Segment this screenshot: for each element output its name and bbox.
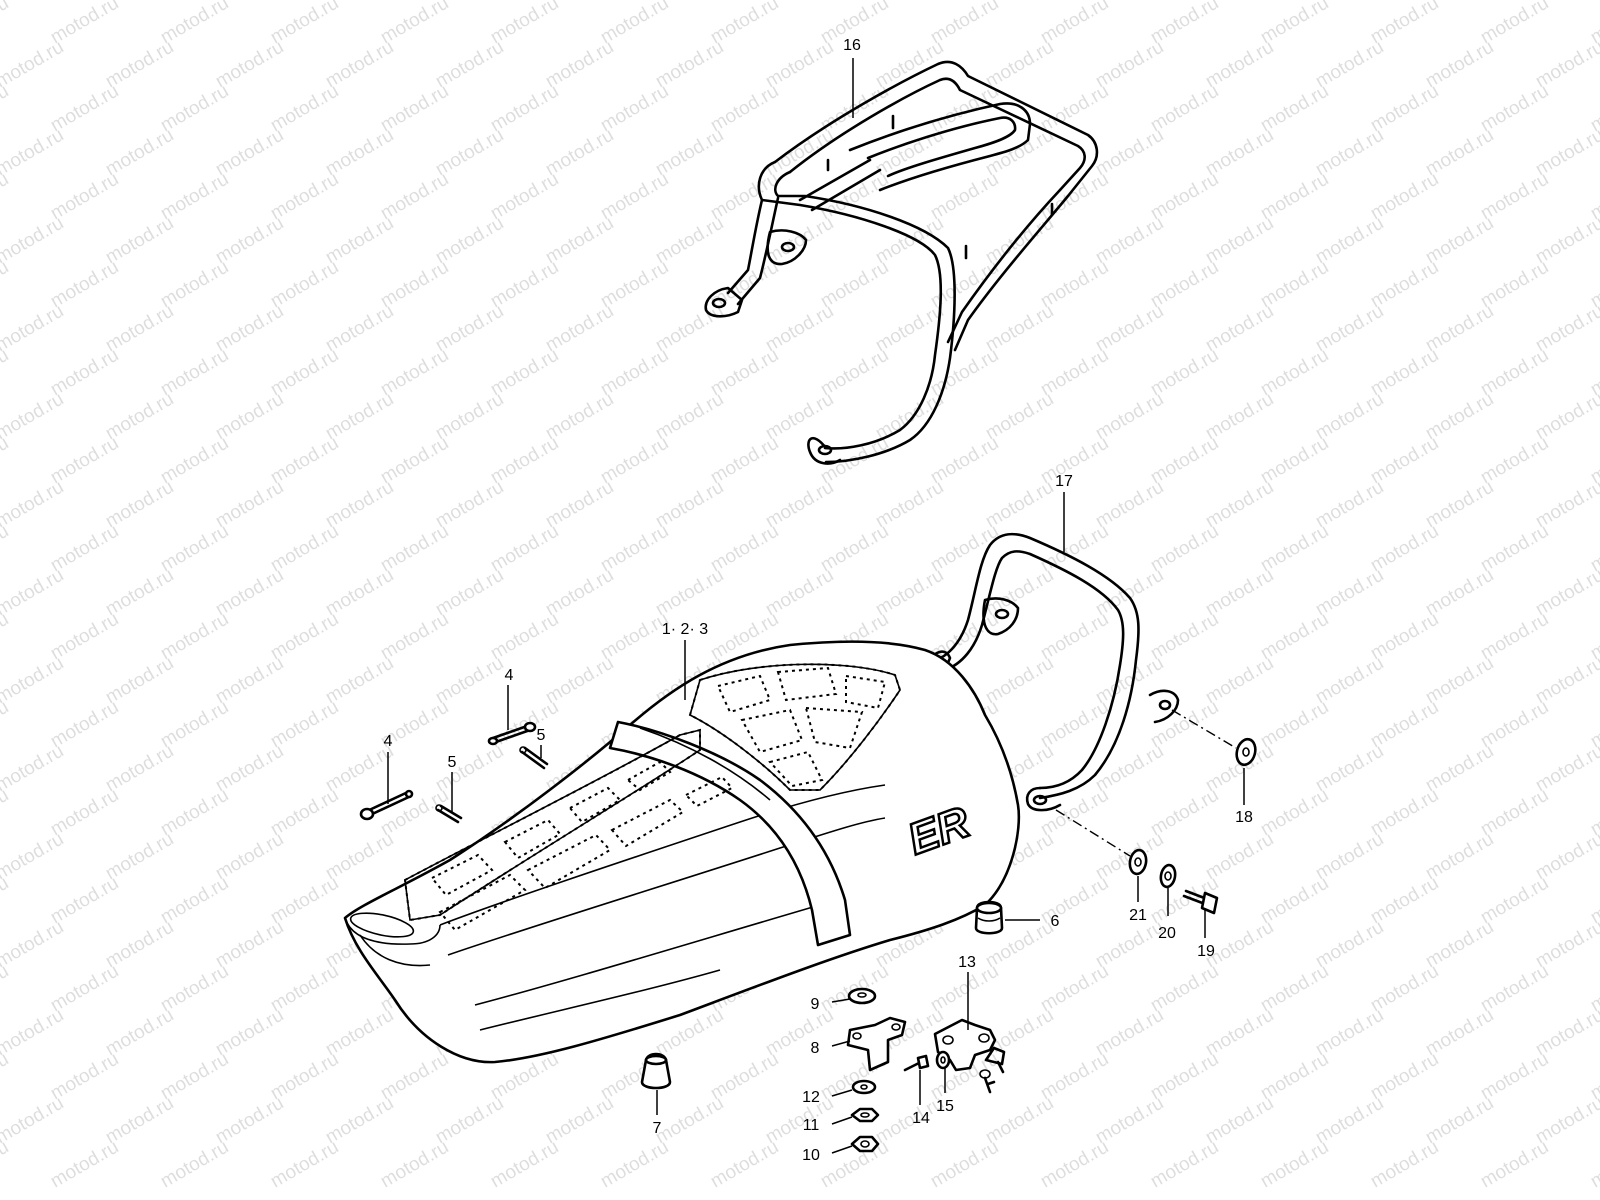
watermark-text: motod.ru bbox=[0, 1093, 67, 1149]
callout-7: 7 bbox=[653, 1120, 662, 1137]
callout-4-upper: 4 bbox=[505, 667, 514, 684]
watermark-text: motod.ru bbox=[0, 257, 12, 313]
hinge-pin-lower bbox=[359, 789, 414, 821]
watermark-text: motod.ru bbox=[0, 521, 12, 577]
callout-8: 8 bbox=[811, 1040, 820, 1057]
cushion-7 bbox=[640, 1052, 672, 1090]
cushion-6 bbox=[974, 900, 1004, 935]
watermark-text: motod.ru bbox=[0, 565, 67, 621]
callout-6: 6 bbox=[1051, 913, 1060, 930]
watermark-text: motod.ru bbox=[267, 1137, 342, 1193]
watermark-text: motod.ru bbox=[157, 1137, 232, 1193]
callout-20: 20 bbox=[1158, 925, 1176, 942]
watermark-text: motod.ru bbox=[0, 829, 67, 885]
watermark-text: motod.ru bbox=[1587, 1137, 1600, 1193]
watermark-text: motod.ru bbox=[0, 1005, 67, 1061]
clip-lower bbox=[435, 804, 463, 824]
watermark-text: motod.ru bbox=[0, 433, 12, 489]
watermark-text: motod.ru bbox=[0, 81, 12, 137]
watermark-text: motod.ru bbox=[1037, 1137, 1112, 1193]
watermark-text: motod.ru bbox=[0, 873, 12, 929]
nut-11 bbox=[850, 1107, 880, 1123]
watermark-text: motod.ru bbox=[0, 169, 12, 225]
watermark-text: motod.ru bbox=[0, 389, 67, 445]
watermark-text: motod.ru bbox=[47, 1137, 122, 1193]
callout-21: 21 bbox=[1129, 907, 1147, 924]
watermark-text: motod.ru bbox=[927, 1137, 1002, 1193]
callout-16: 16 bbox=[843, 37, 861, 54]
watermark-text: motod.ru bbox=[377, 1137, 452, 1193]
watermark-text: motod.ru bbox=[1477, 1137, 1552, 1193]
washer-12 bbox=[851, 1079, 877, 1095]
watermark-text: motod.ru bbox=[0, 697, 12, 753]
watermark-text: motod.ru bbox=[1367, 1137, 1442, 1193]
watermark-text: motod.ru bbox=[0, 125, 67, 181]
callout-5-upper: 5 bbox=[537, 727, 546, 744]
watermark-text: motod.ru bbox=[0, 609, 12, 665]
callout-12: 12 bbox=[802, 1089, 820, 1106]
hinge-pin-upper bbox=[487, 721, 537, 746]
washer-18 bbox=[1235, 737, 1257, 767]
screw-14 bbox=[903, 1054, 930, 1072]
callout-13: 13 bbox=[958, 954, 976, 971]
washer-20 bbox=[1159, 863, 1177, 889]
watermark-text: motod.ru bbox=[0, 345, 12, 401]
leader-lines bbox=[387, 58, 1245, 1154]
seat-quilt-pads-front bbox=[430, 760, 734, 932]
watermark-text: motod.ru bbox=[0, 0, 67, 4]
callout-19: 19 bbox=[1197, 943, 1215, 960]
callout-1-2-3: 1· 2· 3 bbox=[662, 621, 708, 638]
washer-21 bbox=[1128, 848, 1148, 876]
watermark-text: motod.ru bbox=[0, 301, 67, 357]
clip-upper bbox=[519, 746, 549, 770]
washer-15 bbox=[935, 1050, 951, 1070]
callout-4-lower: 4 bbox=[384, 733, 393, 750]
callout-17: 17 bbox=[1055, 473, 1073, 490]
watermark-text: motod.ru bbox=[1147, 1137, 1222, 1193]
callout-10: 10 bbox=[802, 1147, 820, 1164]
watermark-text: motod.ru bbox=[707, 1137, 782, 1193]
watermark-text: motod.ru bbox=[0, 0, 12, 48]
watermark-text: motod.ru bbox=[597, 1137, 672, 1193]
rear-carrier bbox=[704, 60, 1099, 465]
watermark-text: motod.ru bbox=[0, 961, 12, 1017]
callout-14: 14 bbox=[912, 1110, 930, 1127]
nut-10 bbox=[850, 1135, 880, 1153]
watermark-text: motod.ru bbox=[0, 917, 67, 973]
watermark-text: motod.ru bbox=[0, 741, 67, 797]
washer-9 bbox=[847, 987, 877, 1005]
callout-labels: 16 17 1· 2· 3 4 5 4 5 18 6 21 20 19 13 9… bbox=[384, 37, 1253, 1164]
grab-rail bbox=[926, 532, 1180, 812]
watermark-text: motod.ru bbox=[1257, 1137, 1332, 1193]
watermark-text: motod.ru bbox=[0, 1049, 12, 1105]
watermark-text: motod.ru bbox=[0, 1137, 12, 1193]
bracket-8 bbox=[846, 1016, 907, 1072]
watermark-text: motod.ru bbox=[0, 37, 67, 93]
callout-18: 18 bbox=[1235, 809, 1253, 826]
assembly-center-lines bbox=[1055, 709, 1237, 857]
watermark-text: motod.ru bbox=[0, 477, 67, 533]
callout-15: 15 bbox=[936, 1098, 954, 1115]
callout-5-lower: 5 bbox=[448, 754, 457, 771]
callout-11: 11 bbox=[803, 1117, 820, 1134]
callout-9: 9 bbox=[811, 996, 820, 1013]
watermark-text: motod.ru bbox=[0, 785, 12, 841]
watermark-text: motod.ru bbox=[0, 213, 67, 269]
bolt-19 bbox=[1182, 889, 1219, 915]
seat: ER bbox=[343, 640, 1021, 1064]
seat-quilt-pads-rear bbox=[716, 666, 887, 788]
watermark-text: motod.ru bbox=[487, 1137, 562, 1193]
watermark-text: motod.ru bbox=[0, 653, 67, 709]
